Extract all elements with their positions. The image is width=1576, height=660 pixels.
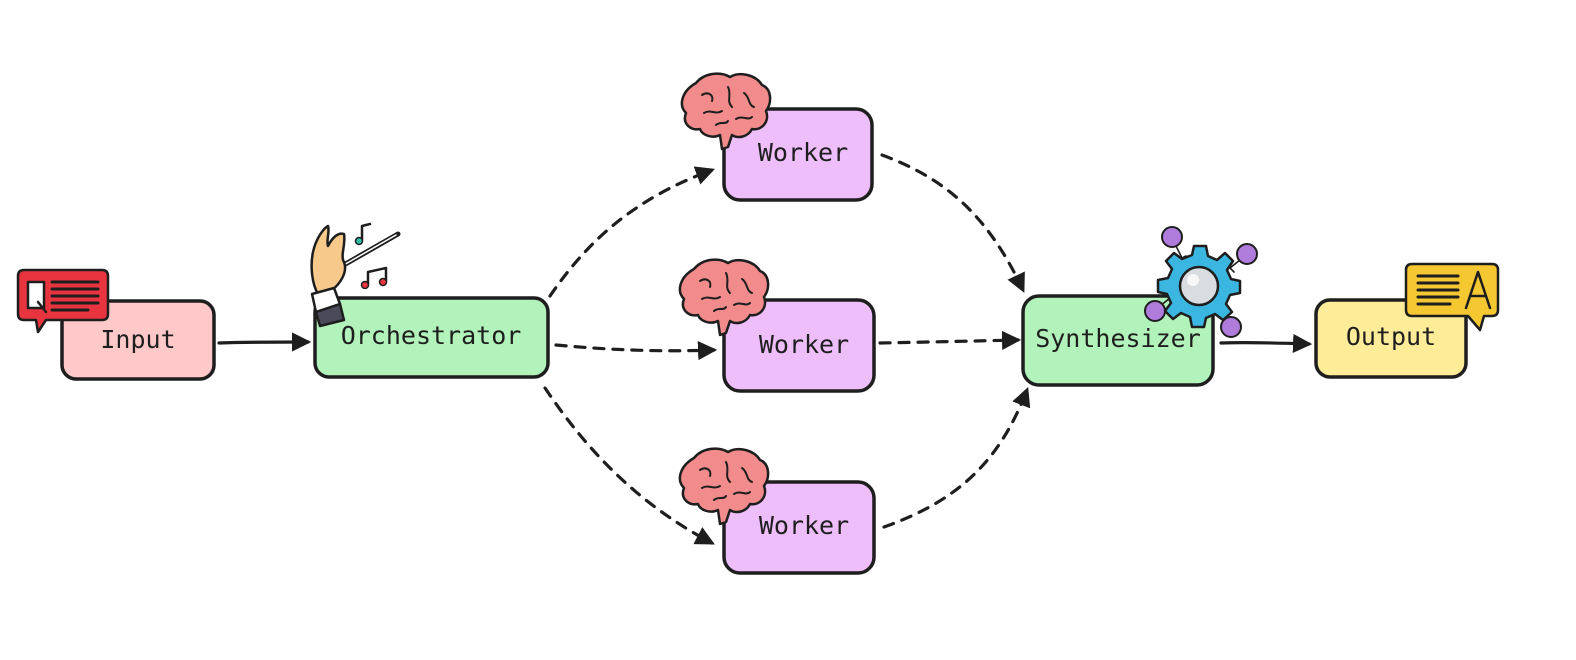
- question-bubble-icon: [16, 268, 110, 334]
- brain-icon: [680, 72, 772, 151]
- worker-3-box: [722, 480, 876, 575]
- worker-node-1[interactable]: Worker: [722, 107, 874, 202]
- worker-3-label: Worker: [759, 511, 849, 540]
- output-node[interactable]: Output: [1314, 298, 1468, 379]
- worker-1-box: [722, 107, 874, 202]
- music-note-icon: [360, 266, 388, 290]
- synthesizer-node[interactable]: Synthesizer: [1021, 294, 1215, 387]
- gear-network-icon: [1144, 226, 1258, 338]
- edge-worker-1-synthesizer: [880, 153, 1025, 293]
- answer-bubble-icon: [1404, 262, 1500, 332]
- orchestrator-box: [313, 296, 550, 379]
- edge-synthesizer-output: [1219, 333, 1313, 354]
- input-label: Input: [100, 325, 175, 354]
- worker-1-label: Worker: [758, 138, 848, 167]
- music-note-icon: [354, 222, 372, 246]
- worker-2-box: [722, 298, 876, 393]
- edge-worker-3-synthesizer: [882, 387, 1031, 529]
- edges: [217, 153, 1313, 545]
- conductor-hand-icon: [310, 222, 401, 328]
- edge-input-orchestrator: [217, 332, 312, 352]
- brain-icon: [678, 258, 770, 337]
- synthesizer-box: [1021, 294, 1215, 387]
- worker-node-2[interactable]: Worker: [722, 298, 876, 393]
- orchestrator-node[interactable]: Orchestrator: [313, 296, 550, 379]
- output-label: Output: [1346, 322, 1436, 351]
- worker-2-label: Worker: [759, 330, 849, 359]
- orchestrator-label: Orchestrator: [341, 321, 522, 350]
- synthesizer-label: Synthesizer: [1035, 324, 1201, 353]
- brain-icon: [678, 447, 770, 526]
- worker-node-3[interactable]: Worker: [722, 480, 876, 575]
- edge-orchestrator-worker-1: [548, 166, 716, 298]
- edge-orchestrator-worker-3: [543, 386, 715, 545]
- output-box: [1314, 298, 1468, 379]
- edge-orchestrator-worker-2: [554, 340, 718, 361]
- edge-worker-2-synthesizer: [878, 330, 1022, 350]
